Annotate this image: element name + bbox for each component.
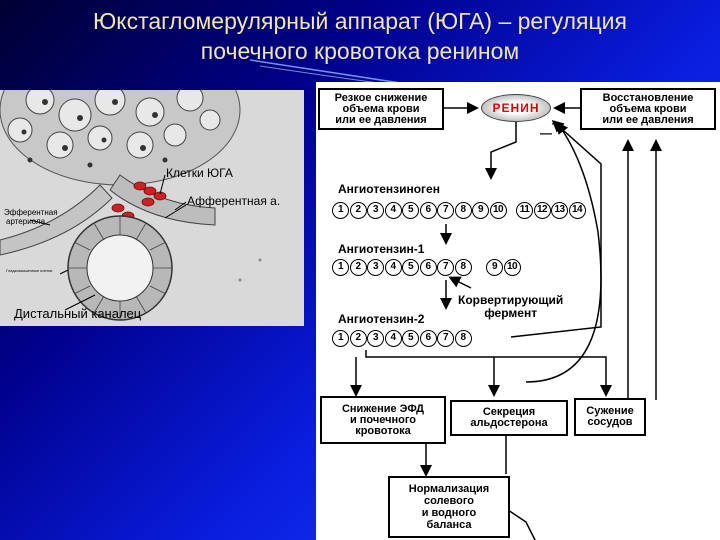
aa-5: 5 bbox=[402, 259, 419, 276]
aa-8: 8 bbox=[454, 259, 472, 276]
aa-3: 3 bbox=[367, 259, 384, 276]
aa-9: 9 bbox=[486, 259, 503, 276]
aa-13: 13 bbox=[551, 202, 568, 219]
aa-10: 10 bbox=[503, 259, 521, 276]
aa-5: 5 bbox=[402, 202, 419, 219]
aa-4: 4 bbox=[384, 259, 402, 276]
angiotensinogen-label: Ангиотензиноген bbox=[338, 182, 440, 196]
effect-vessels-box: Сужение сосудов bbox=[574, 398, 646, 436]
norm-line-1: Нормализация bbox=[408, 483, 490, 495]
effect-gfr-line-2: и почечного bbox=[349, 413, 417, 426]
aa-5: 5 bbox=[402, 330, 419, 347]
aa-1: 1 bbox=[332, 330, 349, 347]
trigger-line-1: Резкое снижение bbox=[334, 91, 428, 104]
angiotensin1-sequence: 1 2 3 4 5 6 7 8 9 10 bbox=[332, 259, 521, 276]
trigger-line-2: объема крови bbox=[342, 102, 420, 115]
aa-6: 6 bbox=[419, 259, 437, 276]
norm-line-5: баланса bbox=[426, 519, 472, 531]
effect-gfr-box: Снижение ЭФД и почечного кровотока bbox=[320, 396, 446, 444]
restore-line-1: Восстановление bbox=[602, 91, 694, 104]
angiotensin2-sequence: 1 2 3 4 5 6 7 8 bbox=[332, 330, 472, 347]
aa-2: 2 bbox=[349, 259, 367, 276]
scheme-arrows bbox=[350, 102, 662, 540]
title-line-2: почечного кровотока ренином bbox=[200, 38, 520, 64]
effect-gfr-line-3: кровотока bbox=[355, 424, 411, 437]
enzyme-line-1: Корвертирующий bbox=[458, 293, 564, 307]
histology-illustration: Клетки ЮГА Афферентная а. Эфферентная ар… bbox=[0, 90, 304, 326]
norm-line-3: и bbox=[421, 507, 429, 519]
aa-2: 2 bbox=[349, 202, 367, 219]
effect-aldosterone-box: Секреция альдостерона bbox=[450, 400, 568, 436]
effect-vessels-line-2: сосудов bbox=[587, 416, 633, 428]
aa-6: 6 bbox=[419, 330, 437, 347]
norm-line-2: солевого bbox=[423, 495, 474, 507]
title-line-1: Юкстагломерулярный аппарат (ЮГА) – регул… bbox=[93, 8, 627, 34]
label-afferent-arteriole: Афферентная а. bbox=[187, 194, 281, 208]
restore-line-2: объема крови bbox=[609, 102, 687, 115]
aa-4: 4 bbox=[384, 202, 402, 219]
aa-6: 6 bbox=[419, 202, 437, 219]
effect-aldo-line-2: альдостерона bbox=[470, 417, 548, 429]
aa-1: 1 bbox=[332, 259, 349, 276]
inhibition-sign-1: — bbox=[552, 116, 564, 130]
angiotensin1-label: Ангиотензин-1 bbox=[338, 242, 425, 256]
normalization-box: Нормализация солевого и водного баланса bbox=[388, 476, 510, 538]
label-smooth-muscle: Гладкомышечные клетки bbox=[6, 268, 53, 273]
aa-7: 7 bbox=[437, 202, 454, 219]
aa-12: 12 bbox=[533, 202, 551, 219]
label-distal-tubule: Дистальный каналец bbox=[14, 306, 142, 321]
effect-aldo-line-1: Секреция bbox=[482, 406, 536, 418]
aa-7: 7 bbox=[437, 259, 454, 276]
aa-2: 2 bbox=[349, 330, 367, 347]
aa-10: 10 bbox=[489, 202, 507, 219]
aa-1: 1 bbox=[332, 202, 349, 219]
restore-line-3: или ее давления bbox=[602, 113, 694, 126]
aa-8: 8 bbox=[454, 202, 472, 219]
restore-box: Восстановление объема крови или ее давле… bbox=[580, 88, 716, 130]
label-efferent-1: Эфферентная bbox=[4, 208, 58, 217]
angiotensinogen-sequence: 1 2 3 4 5 6 7 8 9 10 11 12 13 14 bbox=[332, 202, 586, 219]
trigger-box: Резкое снижение объема крови или ее давл… bbox=[318, 88, 444, 130]
aa-11: 11 bbox=[516, 202, 533, 219]
effect-vessels-line-1: Сужение bbox=[586, 405, 634, 417]
renin-node: РЕНИН bbox=[481, 94, 551, 122]
effect-gfr-line-1: Снижение ЭФД bbox=[341, 402, 425, 415]
aa-3: 3 bbox=[367, 202, 384, 219]
glomerulus-drawing bbox=[0, 90, 262, 321]
aa-14: 14 bbox=[568, 202, 586, 219]
label-efferent-2: артериола bbox=[6, 217, 46, 226]
norm-line-4: водного bbox=[431, 507, 477, 519]
aa-3: 3 bbox=[367, 330, 384, 347]
angiotensin2-label: Ангиотензин-2 bbox=[338, 312, 425, 326]
enzyme-line-2: фермент bbox=[484, 306, 538, 320]
label-jga-cells: Клетки ЮГА bbox=[166, 166, 233, 180]
renin-label: РЕНИН bbox=[492, 101, 540, 115]
aa-8: 8 bbox=[454, 330, 472, 347]
aa-9: 9 bbox=[472, 202, 489, 219]
renin-angiotensin-scheme: Резкое снижение объема крови или ее давл… bbox=[316, 82, 720, 540]
aa-7: 7 bbox=[437, 330, 454, 347]
aa-4: 4 bbox=[384, 330, 402, 347]
slide-title: Юкстагломерулярный аппарат (ЮГА) – регул… bbox=[0, 6, 720, 66]
converting-enzyme-label: Корвертирующий фермент bbox=[458, 294, 563, 320]
trigger-line-3: или ее давления bbox=[335, 113, 427, 126]
inhibition-sign-2: — bbox=[540, 126, 552, 140]
